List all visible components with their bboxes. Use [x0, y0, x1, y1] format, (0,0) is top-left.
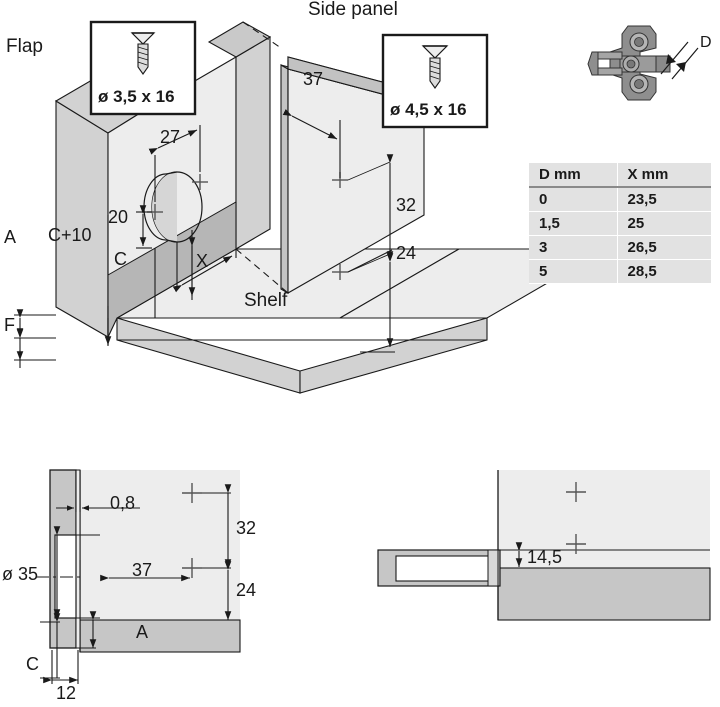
dim-label-dia-35: ø 35 — [2, 564, 39, 584]
hinge-mounting-plate-illustration — [587, 25, 699, 101]
dim-24-iso — [347, 249, 395, 353]
label-side-panel: Side panel — [308, 0, 398, 20]
left-section-view — [36, 469, 241, 684]
dim-A-section — [76, 611, 97, 649]
dim-label-32-iso: 32 — [396, 195, 417, 215]
dim-label-A-section: A — [136, 622, 149, 642]
flap-screw-callout-box — [89, 20, 197, 116]
dim-label-37-iso: 37 — [303, 69, 324, 89]
hinge-gap-label-D: D — [700, 34, 712, 51]
dim-label-20: 20 — [108, 207, 129, 227]
table-cell-x: 26,5 — [617, 235, 711, 260]
table-cell-d: 1,5 — [529, 211, 618, 236]
label-shelf: Shelf — [244, 290, 288, 311]
table-row: 0 23,5 — [529, 187, 711, 212]
right-section-view — [377, 470, 711, 621]
dim-label-C-section: C — [26, 654, 39, 674]
table-row: 5 28,5 — [529, 259, 711, 284]
dim-label-C-plus-10: C+10 — [48, 225, 92, 245]
section-crosses — [182, 483, 202, 578]
dim-37-iso — [282, 60, 341, 178]
dim-label-27: 27 — [160, 127, 181, 147]
dim-label-X-iso: X — [196, 251, 209, 271]
dim-27 — [148, 125, 201, 202]
dim-label-12: 12 — [56, 683, 77, 703]
dim-label-C-iso: C — [114, 249, 127, 269]
dim-label-32-section: 32 — [236, 518, 257, 538]
table-cell-d: 0 — [529, 187, 618, 212]
dim-12-section — [43, 650, 79, 684]
side-panel-screw-spec: ø 4,5 x 16 — [390, 100, 467, 119]
dim-0-8 — [56, 470, 140, 512]
dim-label-14-5: 14,5 — [527, 547, 563, 567]
table-header-x: X mm — [617, 163, 711, 188]
screw-icon — [421, 45, 449, 89]
table-cell-x: 28,5 — [617, 259, 711, 284]
dim-C — [154, 230, 196, 318]
dim-F — [14, 329, 56, 361]
dim-label-F-iso: F — [4, 315, 15, 335]
dim-20 — [136, 205, 152, 249]
table-cell-d: 5 — [529, 259, 618, 284]
table-row: 1,5 25 — [529, 211, 711, 236]
side-panel-screw-callout-box — [381, 33, 489, 129]
screw-icon — [130, 32, 156, 75]
dim-label-A-iso: A — [4, 227, 17, 247]
table-header-row: D mm X mm — [529, 163, 711, 188]
label-flap: Flap — [6, 36, 43, 57]
dim-37-section — [79, 560, 190, 590]
dim-label-37-section: 37 — [132, 560, 153, 580]
table-header-d: D mm — [529, 163, 618, 188]
isometric-assembly — [14, 21, 609, 394]
dim-label-24-iso: 24 — [396, 243, 417, 263]
table-cell-x: 23,5 — [617, 187, 711, 212]
flap-screw-spec: ø 3,5 x 16 — [98, 87, 175, 106]
table-row: 3 26,5 — [529, 235, 711, 260]
dim-label-0-8: 0,8 — [110, 493, 136, 513]
table-cell-d: 3 — [529, 235, 618, 260]
dim-label-24-section: 24 — [236, 580, 257, 600]
right-section-crosses — [566, 482, 586, 554]
table-cell-x: 25 — [617, 211, 711, 236]
d-x-spec-table: D mm X mm 0 23,5 1,5 25 3 26,5 5 28,5 — [529, 163, 711, 284]
